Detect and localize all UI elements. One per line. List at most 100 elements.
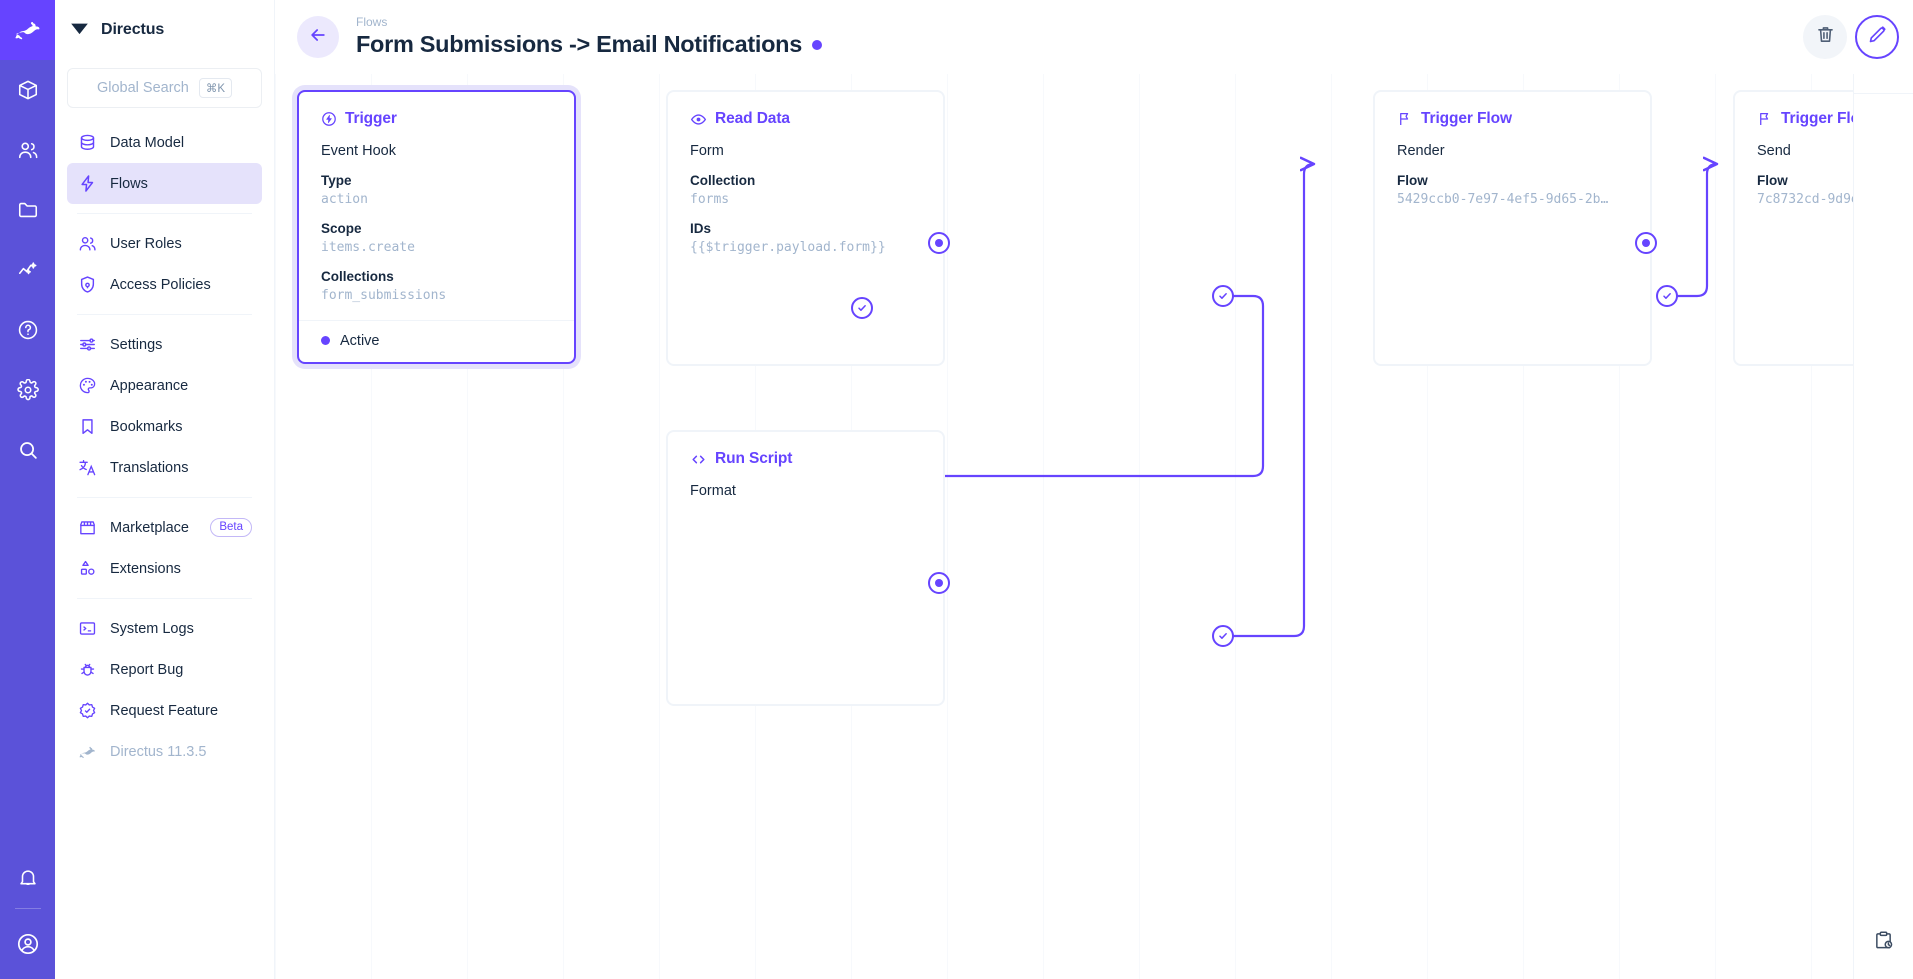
notifications-button[interactable]: [0, 848, 55, 908]
field-key: Collections: [321, 268, 394, 284]
trigger-flow-render-node[interactable]: Trigger Flow Render Flow 5429ccb0-7e97-4…: [1373, 90, 1652, 366]
sidebar-item-label: Settings: [110, 336, 163, 353]
read-data-input-port[interactable]: [928, 232, 950, 254]
users-module[interactable]: [0, 120, 55, 180]
right-sidebar-divider: [1853, 93, 1913, 94]
run-script-resolve-port[interactable]: [1212, 625, 1234, 647]
node-title: Trigger: [345, 110, 397, 127]
flow-canvas[interactable]: Trigger Event Hook Type action Scope ite…: [275, 74, 1883, 979]
sidebar-item-label: Bookmarks: [110, 418, 183, 435]
sidebar-divider: [77, 213, 252, 214]
directus-rabbit-icon: [77, 742, 97, 762]
sidebar-item-user-roles[interactable]: User Roles: [67, 223, 262, 264]
node-status-label: Active: [340, 332, 380, 349]
sidebar-item-label: Appearance: [110, 377, 189, 394]
run-script-input-port[interactable]: [928, 572, 950, 594]
pencil-icon: [1867, 24, 1888, 50]
sliders-icon: [77, 335, 97, 355]
trigger-resolve-port[interactable]: [851, 297, 873, 319]
sidebar-item-label: Marketplace: [110, 519, 189, 536]
sidebar-item-label: System Logs: [110, 620, 194, 637]
sidebar-item-system-logs[interactable]: System Logs: [67, 608, 262, 649]
title-block: Flows Form Submissions -> Email Notifica…: [356, 15, 822, 58]
trigger-flow-render-input-port[interactable]: [1635, 232, 1657, 254]
node-field: Collection forms: [690, 171, 921, 210]
storefront-icon: [77, 518, 97, 538]
shield-lock-icon: [77, 275, 97, 295]
activity-log-button[interactable]: [1854, 907, 1913, 979]
node-field: Type action: [321, 171, 552, 210]
sidebar-item-report-bug[interactable]: Report Bug: [67, 649, 262, 690]
field-key: Flow: [1757, 172, 1788, 188]
content-module[interactable]: [0, 60, 55, 120]
sidebar-item-request-feature[interactable]: Request Feature: [67, 690, 262, 731]
bug-icon: [77, 660, 97, 680]
files-module[interactable]: [0, 180, 55, 240]
node-title: Trigger Flow: [1421, 110, 1512, 127]
sidebar-divider: [77, 314, 252, 315]
breadcrumb[interactable]: Flows: [356, 15, 388, 30]
sidebar-item-bookmarks[interactable]: Bookmarks: [67, 406, 262, 447]
node-header: Trigger Flow: [1757, 110, 1883, 128]
search-placeholder: Global Search: [96, 80, 189, 96]
sidebar-nav-list: Data Model Flows User Roles Access P: [55, 122, 274, 772]
app-title: Directus: [101, 21, 165, 38]
sidebar-item-translations[interactable]: Translations: [67, 447, 262, 488]
sidebar-item-appearance[interactable]: Appearance: [67, 365, 262, 406]
trigger-flow-render-resolve-port[interactable]: [1656, 285, 1678, 307]
bolt-circle-icon: [321, 111, 337, 127]
rail-divider: [14, 908, 41, 909]
sidebar-item-marketplace[interactable]: Marketplace Beta: [67, 507, 262, 548]
palette-icon: [77, 376, 97, 396]
search-module[interactable]: [0, 420, 55, 480]
help-module[interactable]: [0, 300, 55, 360]
node-field: Scope items.create: [321, 219, 552, 258]
trigger-node[interactable]: Trigger Event Hook Type action Scope ite…: [297, 90, 576, 364]
back-button[interactable]: [297, 16, 339, 58]
active-dot-icon: [321, 336, 330, 346]
field-value: form_submissions: [321, 288, 447, 304]
bolt-icon: [77, 174, 97, 194]
node-field: IDs {{$trigger.payload.form}}: [690, 219, 921, 258]
directus-mark-icon: [69, 17, 90, 43]
field-key: Flow: [1397, 172, 1428, 188]
directus-rabbit-logo[interactable]: [0, 0, 55, 60]
sidebar-item-label: Request Feature: [110, 702, 219, 719]
port-dot-icon: [935, 239, 943, 247]
bookmark-icon: [77, 417, 97, 437]
sidebar-divider: [77, 497, 252, 498]
account-button[interactable]: [0, 909, 55, 979]
search-input[interactable]: Global Search ⌘K: [67, 68, 262, 108]
node-subtitle: Render: [1397, 143, 1445, 159]
node-title: Read Data: [715, 110, 790, 127]
search-shortcut: ⌘K: [198, 78, 233, 98]
node-field: Flow 7c8732cd-9d9e-44be-a3f6-89…: [1757, 171, 1883, 210]
code-brackets-icon: [690, 451, 707, 468]
insights-module[interactable]: [0, 240, 55, 300]
sidebar-item-label: Access Policies: [110, 276, 211, 293]
field-value: {{$trigger.payload.form}}: [690, 240, 886, 256]
sidebar-item-extensions[interactable]: Extensions: [67, 548, 262, 589]
settings-module[interactable]: [0, 360, 55, 420]
sidebar-item-flows[interactable]: Flows: [67, 163, 262, 204]
sidebar-item-access-policies[interactable]: Access Policies: [67, 264, 262, 305]
node-subtitle: Form: [690, 143, 724, 159]
read-data-node[interactable]: Read Data Form Collection forms IDs {{$t…: [666, 90, 945, 366]
run-script-node[interactable]: Run Script Format: [666, 430, 945, 706]
sidebar-item-label: Extensions: [110, 560, 181, 577]
edit-flow-button[interactable]: [1855, 15, 1899, 59]
node-header: Trigger: [321, 110, 552, 128]
arrow-left-icon: [308, 25, 328, 50]
read-data-resolve-port[interactable]: [1212, 285, 1234, 307]
sidebar-item-data-model[interactable]: Data Model: [67, 122, 262, 163]
node-field: Flow 5429ccb0-7e97-4ef5-9d65-2b…: [1397, 171, 1628, 210]
port-dot-icon: [1642, 239, 1650, 247]
sidebar-item-settings[interactable]: Settings: [67, 324, 262, 365]
delete-flow-button[interactable]: [1803, 15, 1847, 59]
node-title: Trigger Flow: [1781, 110, 1872, 127]
users-icon: [77, 234, 97, 254]
node-header: Read Data: [690, 110, 921, 128]
field-key: Collection: [690, 172, 756, 188]
module-rail: [0, 0, 55, 979]
status-badge: [811, 39, 822, 50]
